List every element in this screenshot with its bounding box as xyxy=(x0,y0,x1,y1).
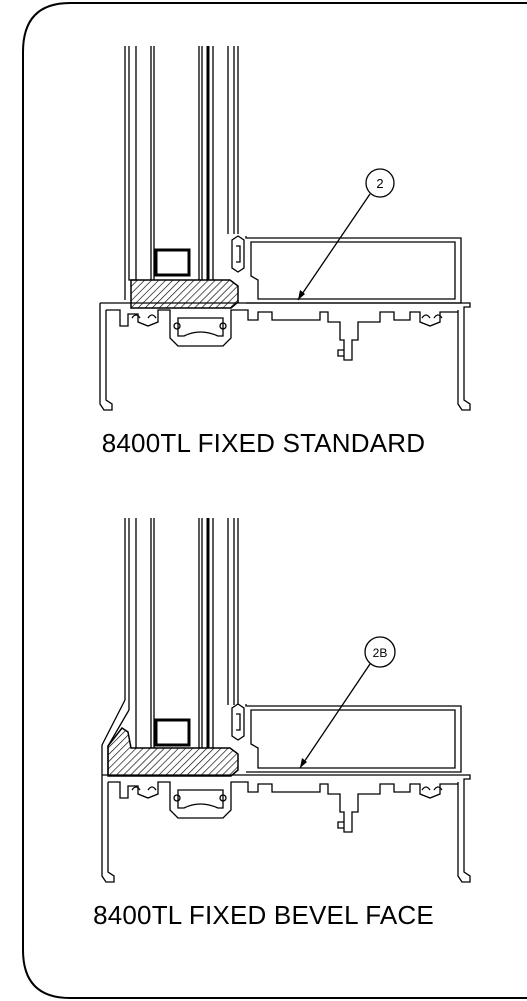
callout-2-label: 2 xyxy=(376,176,383,191)
glazing-stack-2 xyxy=(124,518,239,748)
hatched-gasket xyxy=(130,279,239,309)
spacer-block xyxy=(154,248,191,277)
sheet-border xyxy=(22,2,527,999)
callout-2b-label: 2B xyxy=(373,646,388,660)
detail-caption-bevel-face: 8400TL FIXED BEVEL FACE xyxy=(93,900,434,930)
frame-profile-2 xyxy=(101,774,471,883)
detail-fixed-bevel-face xyxy=(101,518,471,883)
callout-2: 2 xyxy=(297,168,395,301)
receptor-box-2 xyxy=(245,704,462,773)
frame-profile xyxy=(99,302,471,411)
spacer-block-2 xyxy=(154,718,191,747)
detail-caption-standard: 8400TL FIXED STANDARD xyxy=(101,428,426,458)
receptor-box xyxy=(245,236,462,304)
hatched-gasket-2 xyxy=(107,726,239,777)
detail-fixed-standard xyxy=(99,46,471,411)
glazing-stack xyxy=(124,46,239,280)
callout-2b: 2B xyxy=(299,636,396,769)
